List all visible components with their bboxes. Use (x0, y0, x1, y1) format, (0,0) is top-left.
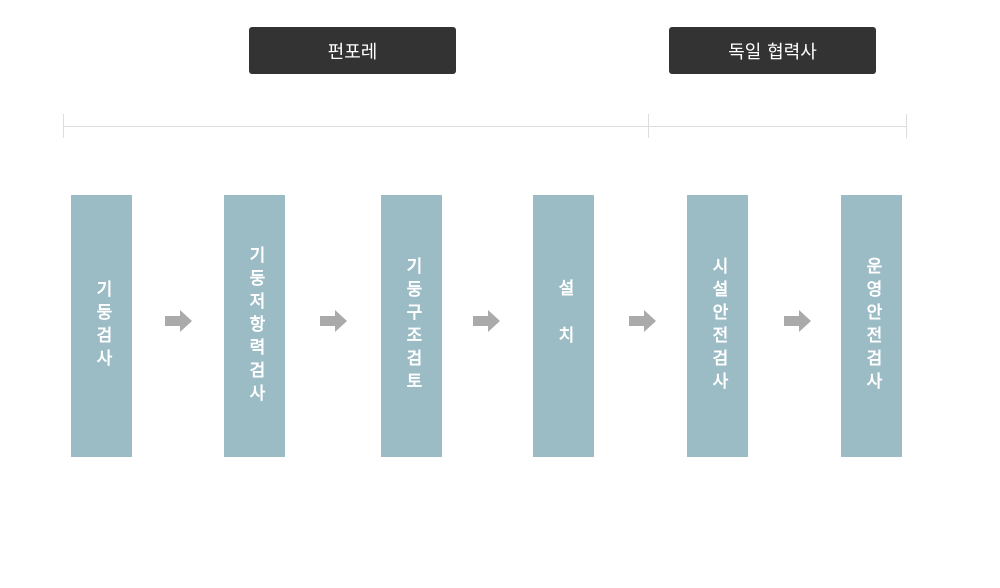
arrow-right-icon (784, 310, 811, 332)
arrow-right-icon (320, 310, 347, 332)
arrow-right-icon (629, 310, 656, 332)
step-label: 기둥검사 (92, 280, 112, 372)
step-facility-safety-inspection: 시설안전검사 (687, 195, 748, 457)
step-label: 운영안전검사 (862, 257, 882, 395)
header-german-partner-label: 독일 협력사 (728, 41, 817, 63)
step-label: 설치 (554, 279, 574, 373)
step-operation-safety-inspection: 운영안전검사 (841, 195, 902, 457)
bracket-tick-right (906, 114, 907, 138)
bracket-line (63, 126, 907, 127)
step-label: 기둥구조검토 (402, 257, 422, 395)
header-funforet: 펀포레 (249, 27, 456, 74)
header-funforet-label: 펀포레 (327, 41, 378, 63)
step-label: 기둥저항력검사 (245, 245, 265, 407)
step-pillar-structure-review: 기둥구조검토 (381, 195, 442, 457)
step-pillar-inspection: 기둥검사 (71, 195, 132, 457)
arrow-right-icon (165, 310, 192, 332)
step-label: 시설안전검사 (708, 257, 728, 395)
header-german-partner: 독일 협력사 (669, 27, 876, 74)
step-pillar-resistance-inspection: 기둥저항력검사 (224, 195, 285, 457)
bracket-tick-middle (648, 114, 649, 138)
arrow-right-icon (473, 310, 500, 332)
bracket-tick-left (63, 114, 64, 138)
step-installation: 설치 (533, 195, 594, 457)
